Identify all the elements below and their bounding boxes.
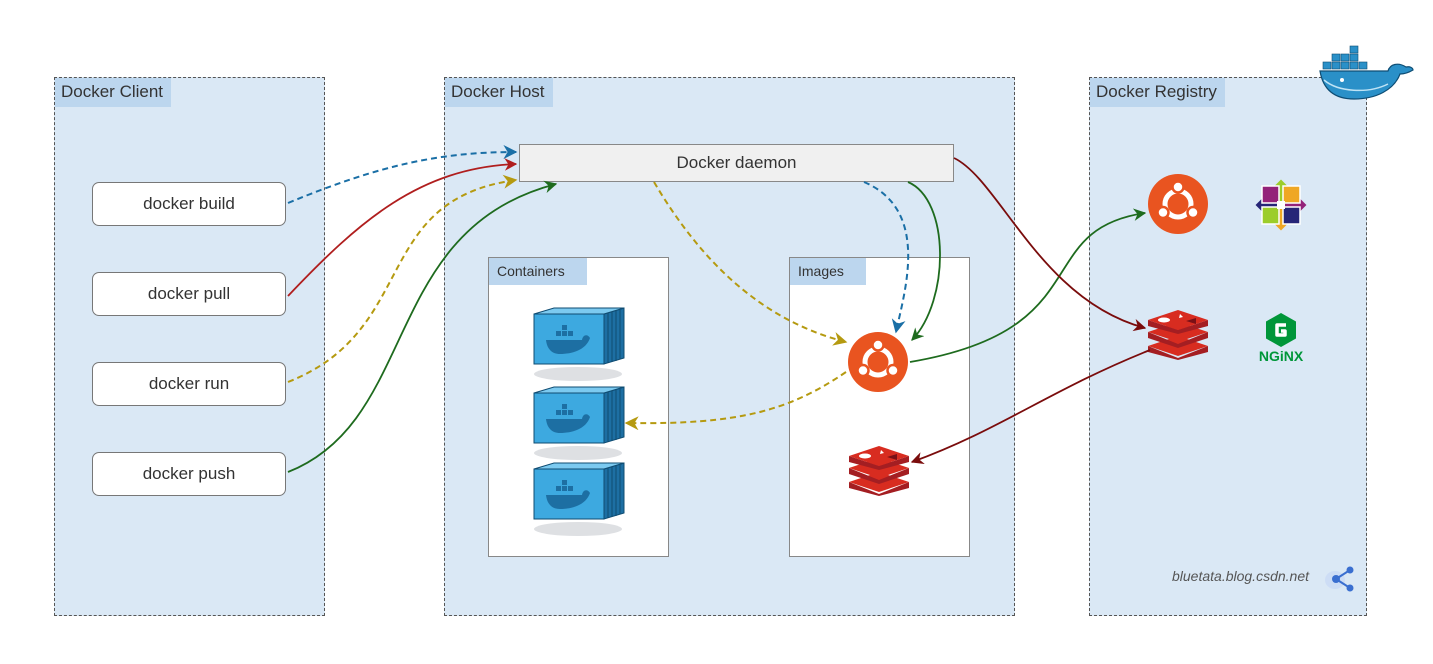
docker-daemon: Docker daemon [519,144,954,182]
watermark-text: bluetata.blog.csdn.net [1172,568,1309,584]
docker-host-title: Docker Host [445,78,553,107]
containers-title: Containers [489,258,587,285]
docker-registry-panel: Docker Registry [1089,77,1367,616]
redis-registry-icon [1148,310,1208,360]
ubuntu-image-icon [848,332,908,392]
docker-pull-button[interactable]: docker pull [92,272,286,316]
container-icon [533,307,625,381]
ubuntu-registry-icon [1148,174,1208,234]
docker-client-panel: Docker Client [54,77,325,616]
share-icon [1325,566,1354,592]
docker-push-button[interactable]: docker push [92,452,286,496]
docker-client-title: Docker Client [55,78,172,107]
docker-registry-title: Docker Registry [1090,78,1225,107]
docker-build-button[interactable]: docker build [92,182,286,226]
docker-whale-icon [1319,45,1414,100]
docker-run-button[interactable]: docker run [92,362,286,406]
centos-registry-icon [1255,179,1307,231]
nginx-label: NGiNX [1259,348,1304,364]
nginx-registry-icon: NGiNX [1259,313,1304,364]
redis-image-icon [849,446,909,496]
images-title: Images [790,258,866,285]
container-icon [533,462,625,536]
container-icon [533,386,625,460]
images-box: Images [789,257,970,557]
